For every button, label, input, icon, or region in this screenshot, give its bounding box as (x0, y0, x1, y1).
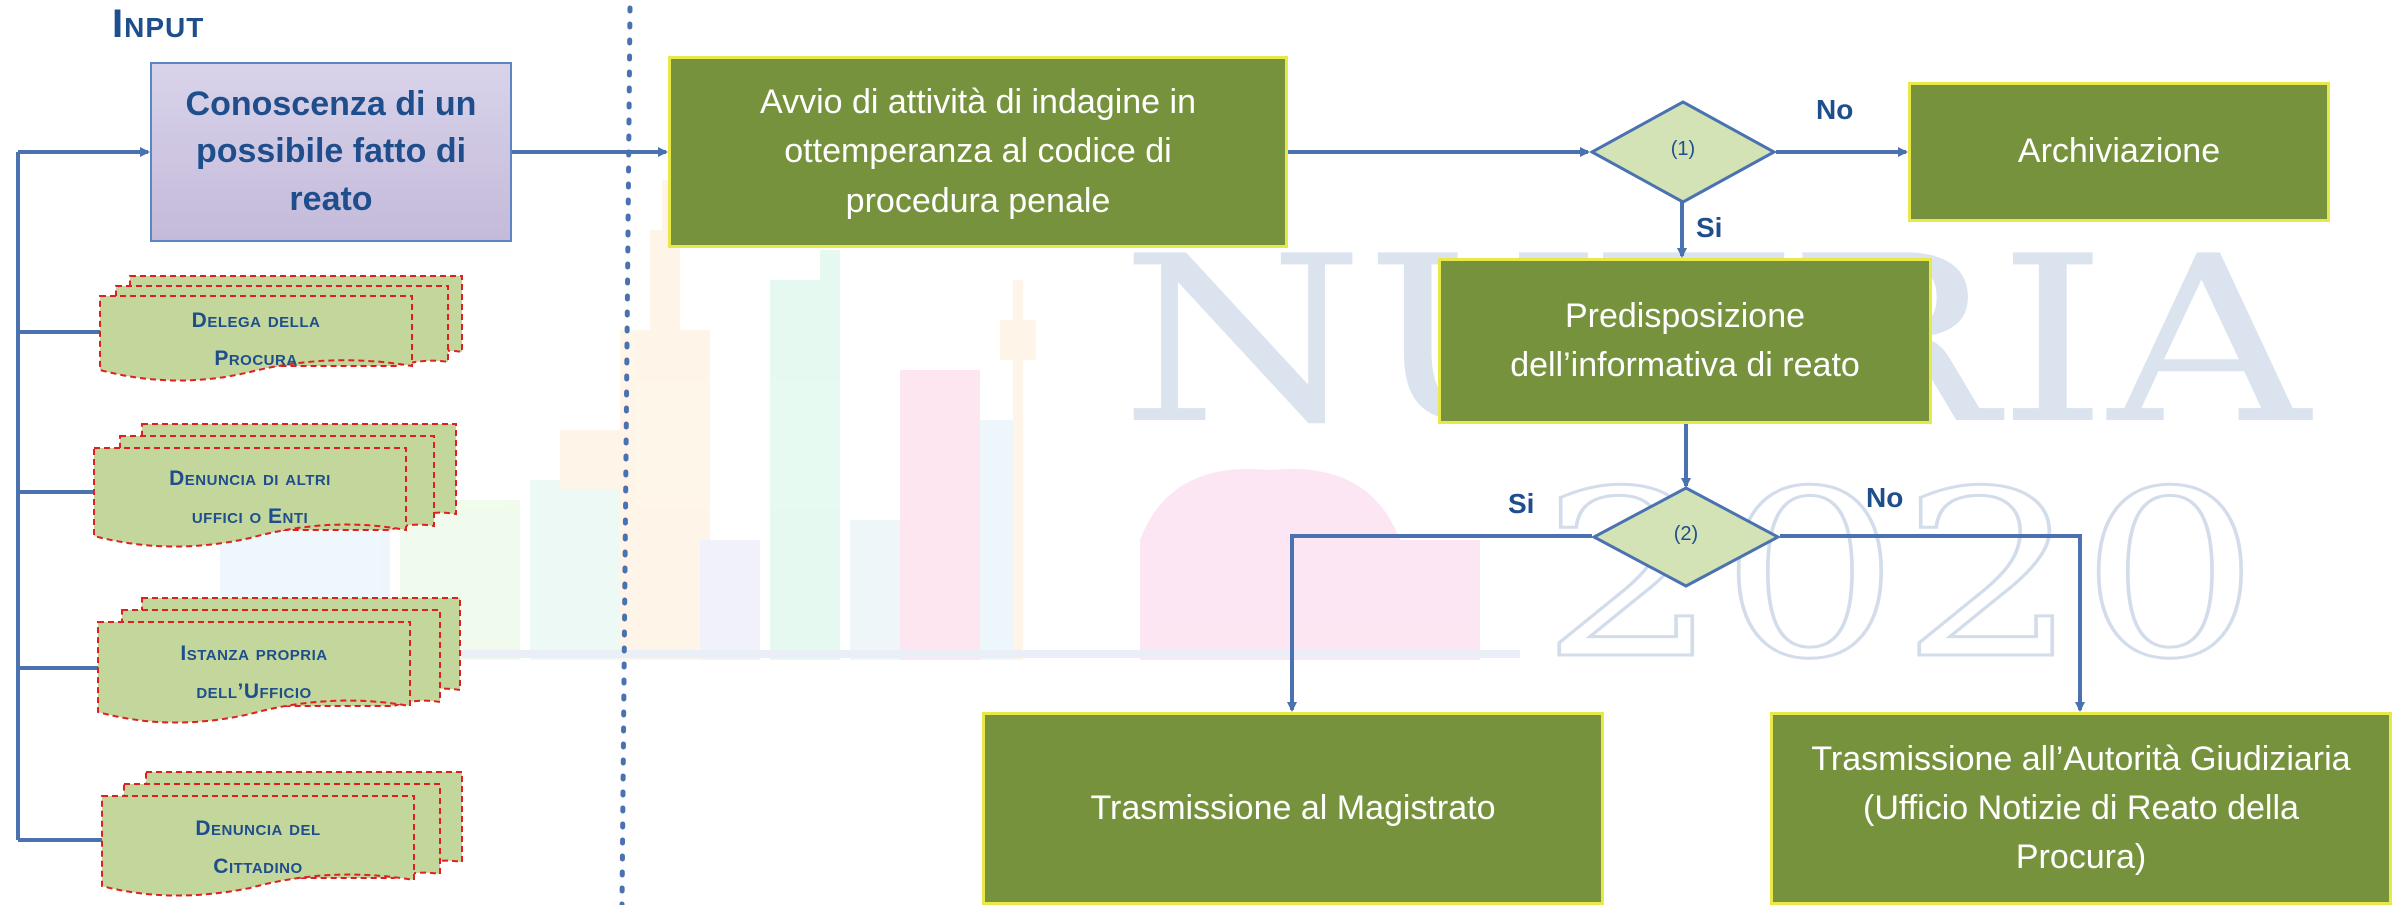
process-predisposizione: Predisposizione dell’informativa di reat… (1438, 258, 1932, 424)
source-delega: Delega della Procura (100, 302, 412, 378)
source-istanza-line1: Istanza propria (180, 642, 328, 665)
process-archiviazione-label: Archiviazione (2017, 132, 2221, 171)
process-predisposizione-label: Predisposizione dell’informativa di reat… (1510, 296, 1860, 384)
source-denuncia-enti-line2: uffici o Enti (191, 504, 309, 528)
process-avvio: Avvio di attività di indagine in ottempe… (668, 56, 1288, 248)
decision-2-no-label: No (1866, 482, 1904, 513)
decision-1 (1590, 100, 1776, 204)
watermark-year: 2020 (1540, 443, 2260, 710)
source-delega-line1: Delega della (191, 309, 321, 332)
source-istanza: Istanza propria dell’Ufficio (98, 635, 410, 711)
decision-1-si-label: Si (1696, 212, 1723, 243)
process-autorita-label: Trasmissione all’Autorità Giudiziaria (U… (1811, 739, 2351, 877)
source-denuncia-cittadino-line1: Denuncia del (195, 817, 321, 840)
process-magistrato-label: Trasmissione al Magistrato (1090, 788, 1496, 827)
input-box-label: Conoscenza di un possibile fatto di reat… (185, 84, 477, 218)
decision-2 (1592, 486, 1780, 588)
source-delega-line2: Procura (214, 346, 298, 370)
source-istanza-line2: dell’Ufficio (196, 679, 312, 703)
process-archiviazione: Archiviazione (1908, 82, 2330, 222)
input-heading: Input (112, 2, 205, 46)
process-magistrato: Trasmissione al Magistrato (982, 712, 1604, 905)
source-denuncia-enti: Denuncia di altri uffici o Enti (94, 460, 406, 536)
decision-1-no-label: No (1816, 94, 1854, 125)
input-box: Conoscenza di un possibile fatto di reat… (150, 62, 512, 242)
source-denuncia-cittadino-line2: Cittadino (213, 854, 303, 878)
process-avvio-label: Avvio di attività di indagine in ottempe… (760, 83, 1196, 220)
process-autorita: Trasmissione all’Autorità Giudiziaria (U… (1770, 712, 2392, 905)
decision-2-si-label: Si (1508, 488, 1535, 519)
decision-2-label: (2) (1673, 523, 1699, 545)
decision-1-label: (1) (1670, 138, 1696, 160)
source-denuncia-enti-line1: Denuncia di altri (169, 467, 331, 490)
source-denuncia-cittadino: Denuncia del Cittadino (102, 810, 414, 886)
